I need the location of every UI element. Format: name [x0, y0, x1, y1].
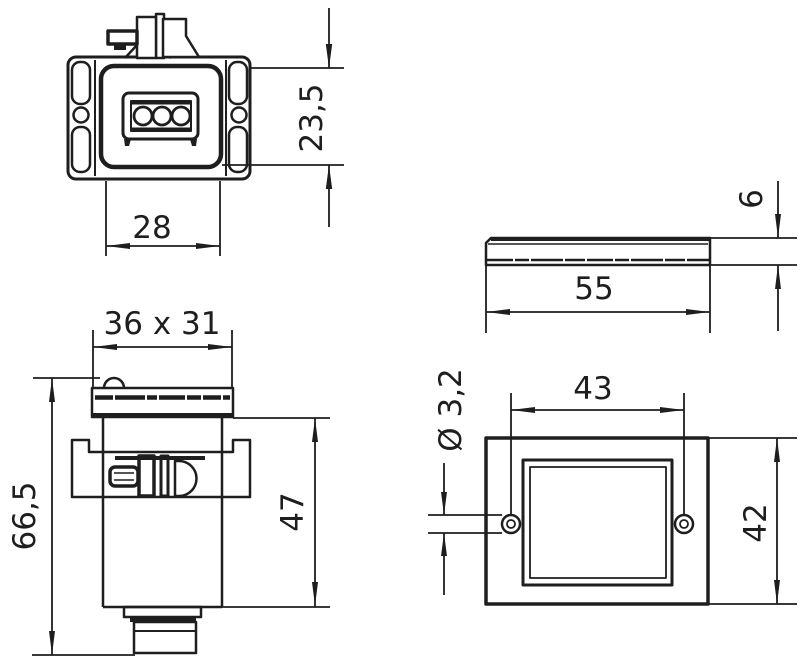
- arrowhead: [660, 407, 684, 413]
- body-sides: [101, 417, 224, 607]
- left-upper-slot: [70, 60, 92, 106]
- bottom-connector: [132, 620, 198, 655]
- arrowhead: [208, 344, 232, 350]
- arrowhead: [325, 165, 333, 189]
- window-outer: [521, 458, 674, 587]
- ext-lines: [710, 237, 797, 266]
- right-lower-slot: [227, 125, 249, 174]
- dimension-hole-diameter: Ø 3,2: [428, 368, 502, 595]
- dim-label-side-flange: 36 x 31: [104, 306, 221, 342]
- arrowhead: [774, 580, 780, 604]
- connector-right-foot: [190, 139, 197, 146]
- clamp-block: [137, 454, 156, 498]
- dimension-frame-height: 42: [708, 437, 797, 605]
- latch-right-block: [161, 17, 201, 59]
- arrowhead: [775, 265, 781, 289]
- ext-lines: [105, 181, 221, 256]
- dim-label-plate-length: 55: [574, 271, 613, 307]
- plate-side-view: 6 55: [484, 181, 797, 333]
- bezel: [90, 386, 235, 419]
- left-lower-slot: [70, 125, 92, 174]
- side-view-geometry: [70, 376, 252, 655]
- clamp-bracket: [70, 438, 252, 499]
- terminal-pin-1: [132, 105, 154, 127]
- dimension-side-flange: 36 x 31: [92, 306, 233, 388]
- connector-left-foot: [124, 139, 131, 146]
- frame-outline: [484, 436, 710, 606]
- left-screw-hole-center: [506, 519, 516, 529]
- connector-block: [121, 91, 200, 141]
- arrowhead: [325, 44, 333, 68]
- arrowhead: [49, 631, 55, 655]
- arrowhead: [486, 309, 510, 315]
- dim-label-frame-height: 42: [738, 503, 774, 542]
- dim-label-plate-thickness: 6: [734, 189, 770, 209]
- latch-pin: [106, 29, 139, 46]
- arrowhead: [93, 344, 117, 350]
- ext-lines: [485, 265, 711, 333]
- clamp-screw-threads: [114, 472, 134, 481]
- terminal-pin-3: [170, 105, 192, 127]
- dimension-rear-height: 23,5: [222, 8, 344, 227]
- base-band: [130, 617, 196, 622]
- arrowhead: [312, 582, 318, 606]
- frame-front-view: 43 Ø 3,2 42: [428, 368, 797, 606]
- dim-label-rear-height: 23,5: [294, 83, 330, 152]
- right-upper-slot: [227, 60, 249, 106]
- right-screw-hole: [673, 513, 695, 535]
- bezel-dome: [102, 376, 126, 389]
- terminal-pin-2: [151, 105, 173, 127]
- dim-label-hole-diameter: Ø 3,2: [433, 368, 469, 452]
- clamp-cam: [173, 459, 198, 498]
- ext-lines: [510, 393, 685, 516]
- latch-left-brace: [124, 44, 138, 59]
- base-step: [122, 605, 203, 619]
- rear-view: 23,5 28: [66, 8, 344, 256]
- dim-label-side-depth: 47: [275, 492, 311, 531]
- ext-lines: [708, 437, 797, 605]
- dimension-side-depth: 47: [222, 417, 330, 608]
- rear-view-geometry: [66, 12, 252, 181]
- arrowhead: [49, 378, 55, 402]
- arrowhead: [441, 533, 447, 556]
- arrowhead: [511, 407, 535, 413]
- arrowhead: [312, 418, 318, 442]
- window-inner: [529, 466, 667, 579]
- latch-left-block: [135, 15, 158, 60]
- arrowhead: [196, 243, 220, 249]
- dimension-hole-spacing: 43: [510, 371, 685, 516]
- latch-pin-step: [114, 44, 126, 50]
- leader-lines: [428, 514, 502, 534]
- dimension-plate-thickness: 6: [710, 181, 797, 331]
- dimension-side-total-height: 66,5: [7, 377, 135, 656]
- dimension-rear-width: 28: [105, 181, 221, 256]
- arrowhead: [774, 438, 780, 462]
- dimension-plate-length: 55: [485, 265, 711, 333]
- clamp-bar: [159, 454, 170, 498]
- right-screw-hole-center: [679, 519, 689, 529]
- arrowhead: [775, 214, 781, 238]
- dim-label-hole-spacing: 43: [573, 371, 612, 407]
- left-mount-hole: [72, 106, 90, 124]
- dim-label-side-total: 66,5: [7, 481, 43, 550]
- dim-label-rear-width: 28: [132, 210, 171, 246]
- arrowhead: [441, 492, 447, 515]
- inner-housing: [98, 63, 224, 170]
- arrowhead: [686, 309, 710, 315]
- arrowhead: [106, 243, 130, 249]
- clamp-screw: [108, 465, 140, 488]
- frame-geometry: [484, 436, 710, 606]
- plate-geometry: [484, 236, 712, 267]
- side-view: 36 x 31 66,5 47: [7, 306, 330, 656]
- left-screw-hole: [500, 513, 522, 535]
- right-mount-hole: [230, 106, 248, 124]
